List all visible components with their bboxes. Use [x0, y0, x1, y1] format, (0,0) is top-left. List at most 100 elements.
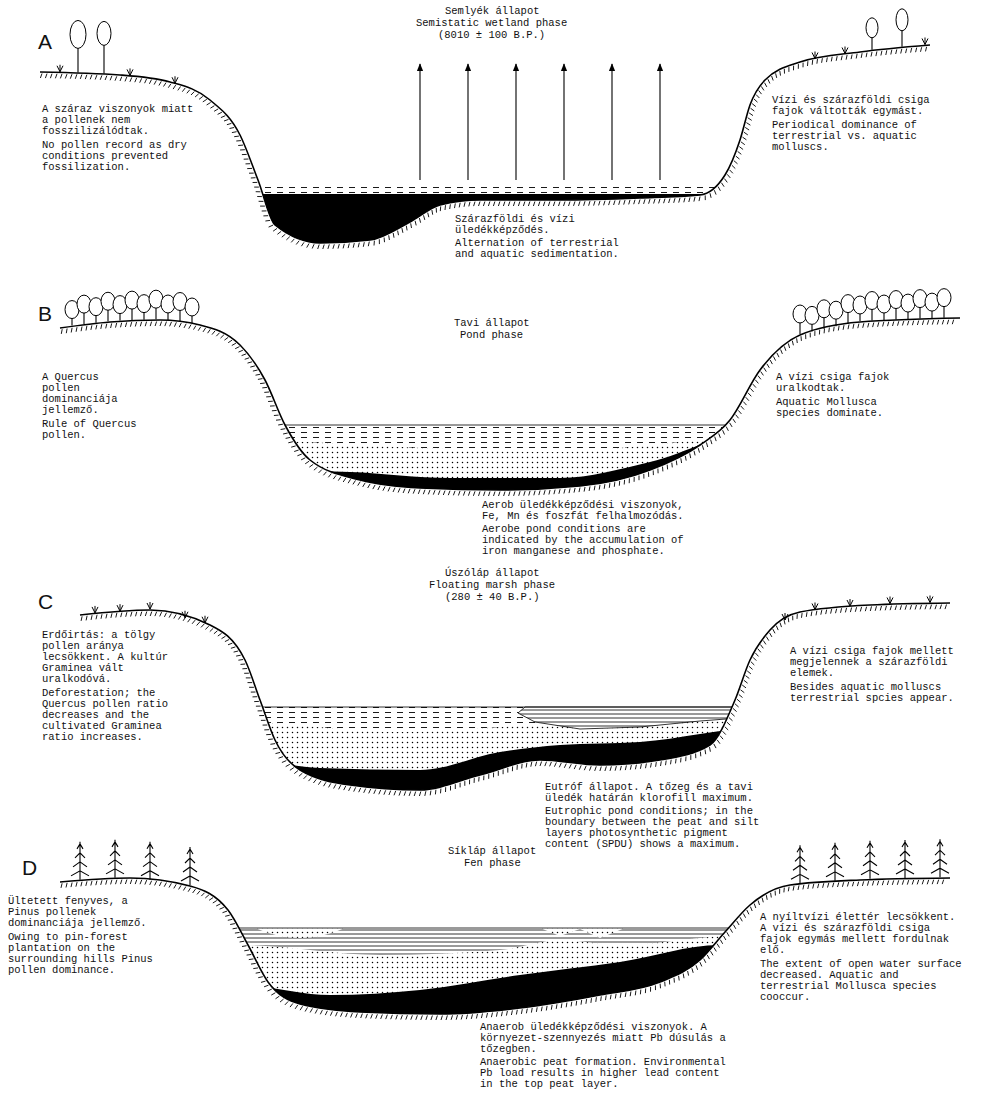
grass-tuft	[927, 596, 933, 603]
sediment-layers	[80, 707, 950, 860]
panel-letter: B	[38, 302, 52, 326]
water-surface	[80, 707, 950, 708]
annotation-note: A nyíltvízi élettér lecsökkent. A vízi é…	[760, 912, 962, 956]
phase-title: Síkláp állapot	[448, 846, 536, 857]
tree-crown	[937, 289, 951, 307]
evaporation-arrow	[467, 64, 468, 180]
sand-layer	[60, 435, 960, 570]
dark-sediment-layer	[60, 430, 960, 570]
basin-section	[80, 596, 950, 861]
evaporation-arrow	[659, 64, 660, 180]
ground-hatching	[61, 320, 953, 496]
phase-date: (8010 ± 100 B.P.)	[438, 30, 545, 41]
grass-tuft	[117, 604, 123, 611]
annotation-note: A vízi csiga fajok mellett megjelennek a…	[790, 646, 960, 679]
phase-date: (280 ± 40 B.P.)	[445, 592, 540, 603]
sand-layer	[60, 932, 950, 1104]
ground-profile	[60, 878, 950, 1014]
panel-letter: C	[38, 590, 53, 614]
phase-title: Floating marsh phase	[429, 580, 555, 591]
peat-layer	[540, 928, 625, 938]
phase-title: Semlyék állapot	[445, 6, 540, 17]
dark-sediment-layer	[80, 728, 950, 860]
conifer-tree	[141, 842, 159, 880]
grass-tuft	[887, 597, 893, 604]
water-surface	[60, 425, 960, 426]
annotation-note: Periodical dominance of terrestrial vs. …	[772, 120, 936, 153]
phase-title: Tavi állapot	[454, 318, 530, 329]
water-layer	[60, 425, 960, 570]
annotation-note: Besides aquatic molluscs terrestrial spc…	[790, 682, 960, 704]
grass-tuft	[847, 599, 853, 606]
annotation-note: Deforestation; the Quercus pollen ratio …	[42, 688, 174, 743]
grass-tuft	[782, 613, 788, 620]
evaporation-arrow	[611, 64, 612, 180]
tree-crown	[97, 21, 111, 45]
grass-tuft	[812, 52, 818, 59]
phase-title: Fen phase	[464, 858, 521, 869]
conifer-tree	[181, 847, 199, 885]
annotation-note: Rule of Quercus pollen.	[42, 419, 143, 441]
tree-crown	[70, 20, 86, 48]
panel-letter: D	[22, 856, 37, 880]
grass-tuft	[92, 606, 98, 613]
peat-layer	[255, 928, 345, 938]
annotation-note: Alternation of terrestrial and aquatic s…	[455, 238, 625, 260]
panel-letter: A	[38, 30, 52, 54]
annotation-note: The extent of open water surface decreas…	[760, 959, 962, 1003]
grass-tuft	[57, 65, 63, 72]
evaporation-arrow	[563, 64, 564, 180]
annotation-note: Eutrophic pond conditions; in the bounda…	[545, 806, 766, 850]
annotation-note: Erdőirtás: a tölgy pollen aránya lecsökk…	[42, 630, 174, 685]
phase-title: Úszóláp állapot	[445, 568, 540, 579]
annotation-note: Ültetett fenyves, a Pinus pollenek domin…	[8, 896, 159, 929]
dark-sediment-layer	[40, 194, 930, 300]
water-layer	[60, 928, 950, 1104]
grass-tuft	[812, 603, 818, 610]
evaporation-arrow	[419, 64, 420, 180]
tree-trunk	[77, 46, 78, 72]
water-layer	[80, 707, 950, 860]
tree-crown	[185, 298, 199, 316]
phase-title: Semistatic wetland phase	[416, 18, 567, 29]
basin-section	[60, 289, 960, 570]
ground-profile	[60, 318, 960, 490]
sediment-layers	[60, 425, 960, 570]
grass-tuft	[147, 602, 153, 609]
grass-tuft	[842, 47, 848, 54]
annotation-note: Owing to pin-forest plantation on the su…	[8, 932, 159, 976]
conifer-tree	[861, 841, 879, 879]
conifer-tree	[826, 843, 844, 881]
conifer-tree	[791, 845, 809, 883]
grass-tuft	[182, 611, 188, 618]
tree-trunk	[103, 43, 104, 73]
grass-tuft	[202, 616, 208, 623]
phase-title: Pond phase	[460, 330, 523, 341]
grass-tuft	[922, 38, 928, 45]
grass-tuft	[127, 68, 133, 75]
annotation-note: Aerob üledékképződési viszonyok, Fe, Mn …	[482, 500, 696, 522]
sand-layer	[80, 714, 950, 860]
annotation-note: A száraz viszonyok miatt a pollenek nem …	[42, 104, 193, 137]
grass-tuft	[172, 76, 178, 83]
annotation-note: Anaerob üledékképződési viszonyok. A kör…	[480, 1022, 732, 1055]
annotation-note: Aquatic Mollusca species dominate.	[776, 397, 896, 419]
annotation-note: Aerobe pond conditions are indicated by …	[482, 524, 696, 557]
annotation-note: Vízi és szárazföldi csiga fajok váltottá…	[772, 95, 936, 117]
tree-crown	[866, 18, 878, 38]
conifer-tree	[71, 842, 89, 880]
ground-hatching	[61, 880, 944, 1021]
annotation-note: Anaerobic peat formation. Environmental …	[480, 1057, 732, 1090]
tree-crown	[896, 9, 908, 31]
annotation-note: A Quercus pollen dominanciája jellemző.	[42, 372, 124, 416]
annotation-note: No pollen record as dry conditions preve…	[42, 140, 193, 173]
conifer-tree	[106, 840, 124, 878]
tree-trunk	[901, 29, 902, 47]
basin-section	[40, 9, 930, 300]
annotation-note: Szárazföldi és vízi üledékképződés.	[455, 214, 625, 236]
conifer-tree	[931, 839, 949, 877]
sediment-layers	[60, 928, 950, 1104]
annotation-note: A vízi csiga fajok uralkodtak.	[776, 372, 896, 394]
